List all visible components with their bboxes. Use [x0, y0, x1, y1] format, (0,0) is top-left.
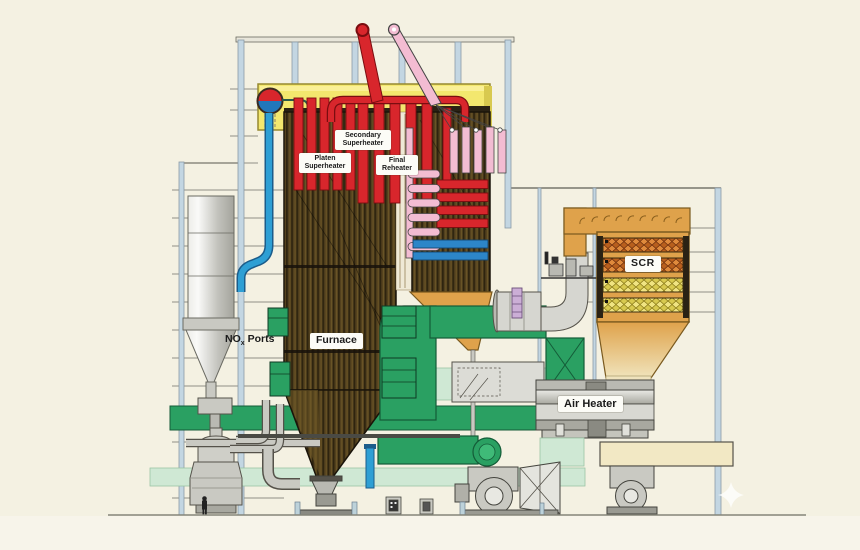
economizer-banks — [412, 239, 489, 261]
reheater-elements — [387, 23, 507, 259]
label-text: Ports — [244, 333, 275, 345]
boiler-drain-pipe — [364, 444, 376, 489]
label-furnace: Furnace — [310, 333, 363, 349]
primary-superheater-banks — [436, 179, 489, 228]
burners-and-nox-ports — [267, 305, 417, 399]
label-scr: SCR — [625, 256, 661, 272]
label-nox-ports: NOx Ports — [225, 333, 275, 348]
ammonia-injection-grid — [511, 287, 523, 319]
air-heater-air-inlet — [539, 437, 585, 467]
label-text: NO — [225, 333, 241, 345]
bottom-ash-hopper — [299, 475, 353, 516]
label-air-heater: Air Heater — [558, 396, 623, 413]
ground-cabinets — [385, 496, 434, 515]
label-final-reheater: Final Reheater — [376, 155, 418, 175]
label-line: Platen — [314, 155, 336, 162]
final-reheater-pendants — [449, 126, 507, 174]
conveyor-rail — [238, 434, 460, 438]
coal-silo — [182, 195, 240, 399]
sparkle-watermark — [718, 482, 744, 508]
catalyst-layer — [602, 237, 684, 253]
scr-inlet-duct — [541, 207, 691, 279]
label-secondary-superheater: Secondary Superheater — [335, 130, 391, 150]
gas-outlet-duct — [599, 441, 734, 467]
label-platen-superheater: Platen Superheater — [299, 153, 351, 173]
label-line: Superheater — [304, 162, 346, 170]
downcomer-pipe — [236, 113, 274, 292]
ammonia-skid — [541, 251, 600, 279]
catalyst-layer — [602, 277, 684, 293]
label-line: Secondary — [345, 132, 381, 139]
label-line: Reheater — [382, 164, 412, 172]
label-subscript: x — [240, 340, 245, 348]
scr-reactor — [596, 231, 691, 385]
flue-gas-duct — [492, 252, 589, 333]
label-line: Final — [388, 157, 406, 164]
person-figure — [202, 496, 207, 515]
main-steam-piping — [326, 23, 470, 183]
fd-fan — [606, 465, 658, 515]
catalyst-layer — [602, 297, 684, 313]
label-line: Superheater — [342, 139, 384, 147]
pa-fan — [454, 461, 561, 516]
mill-piping — [186, 400, 320, 490]
